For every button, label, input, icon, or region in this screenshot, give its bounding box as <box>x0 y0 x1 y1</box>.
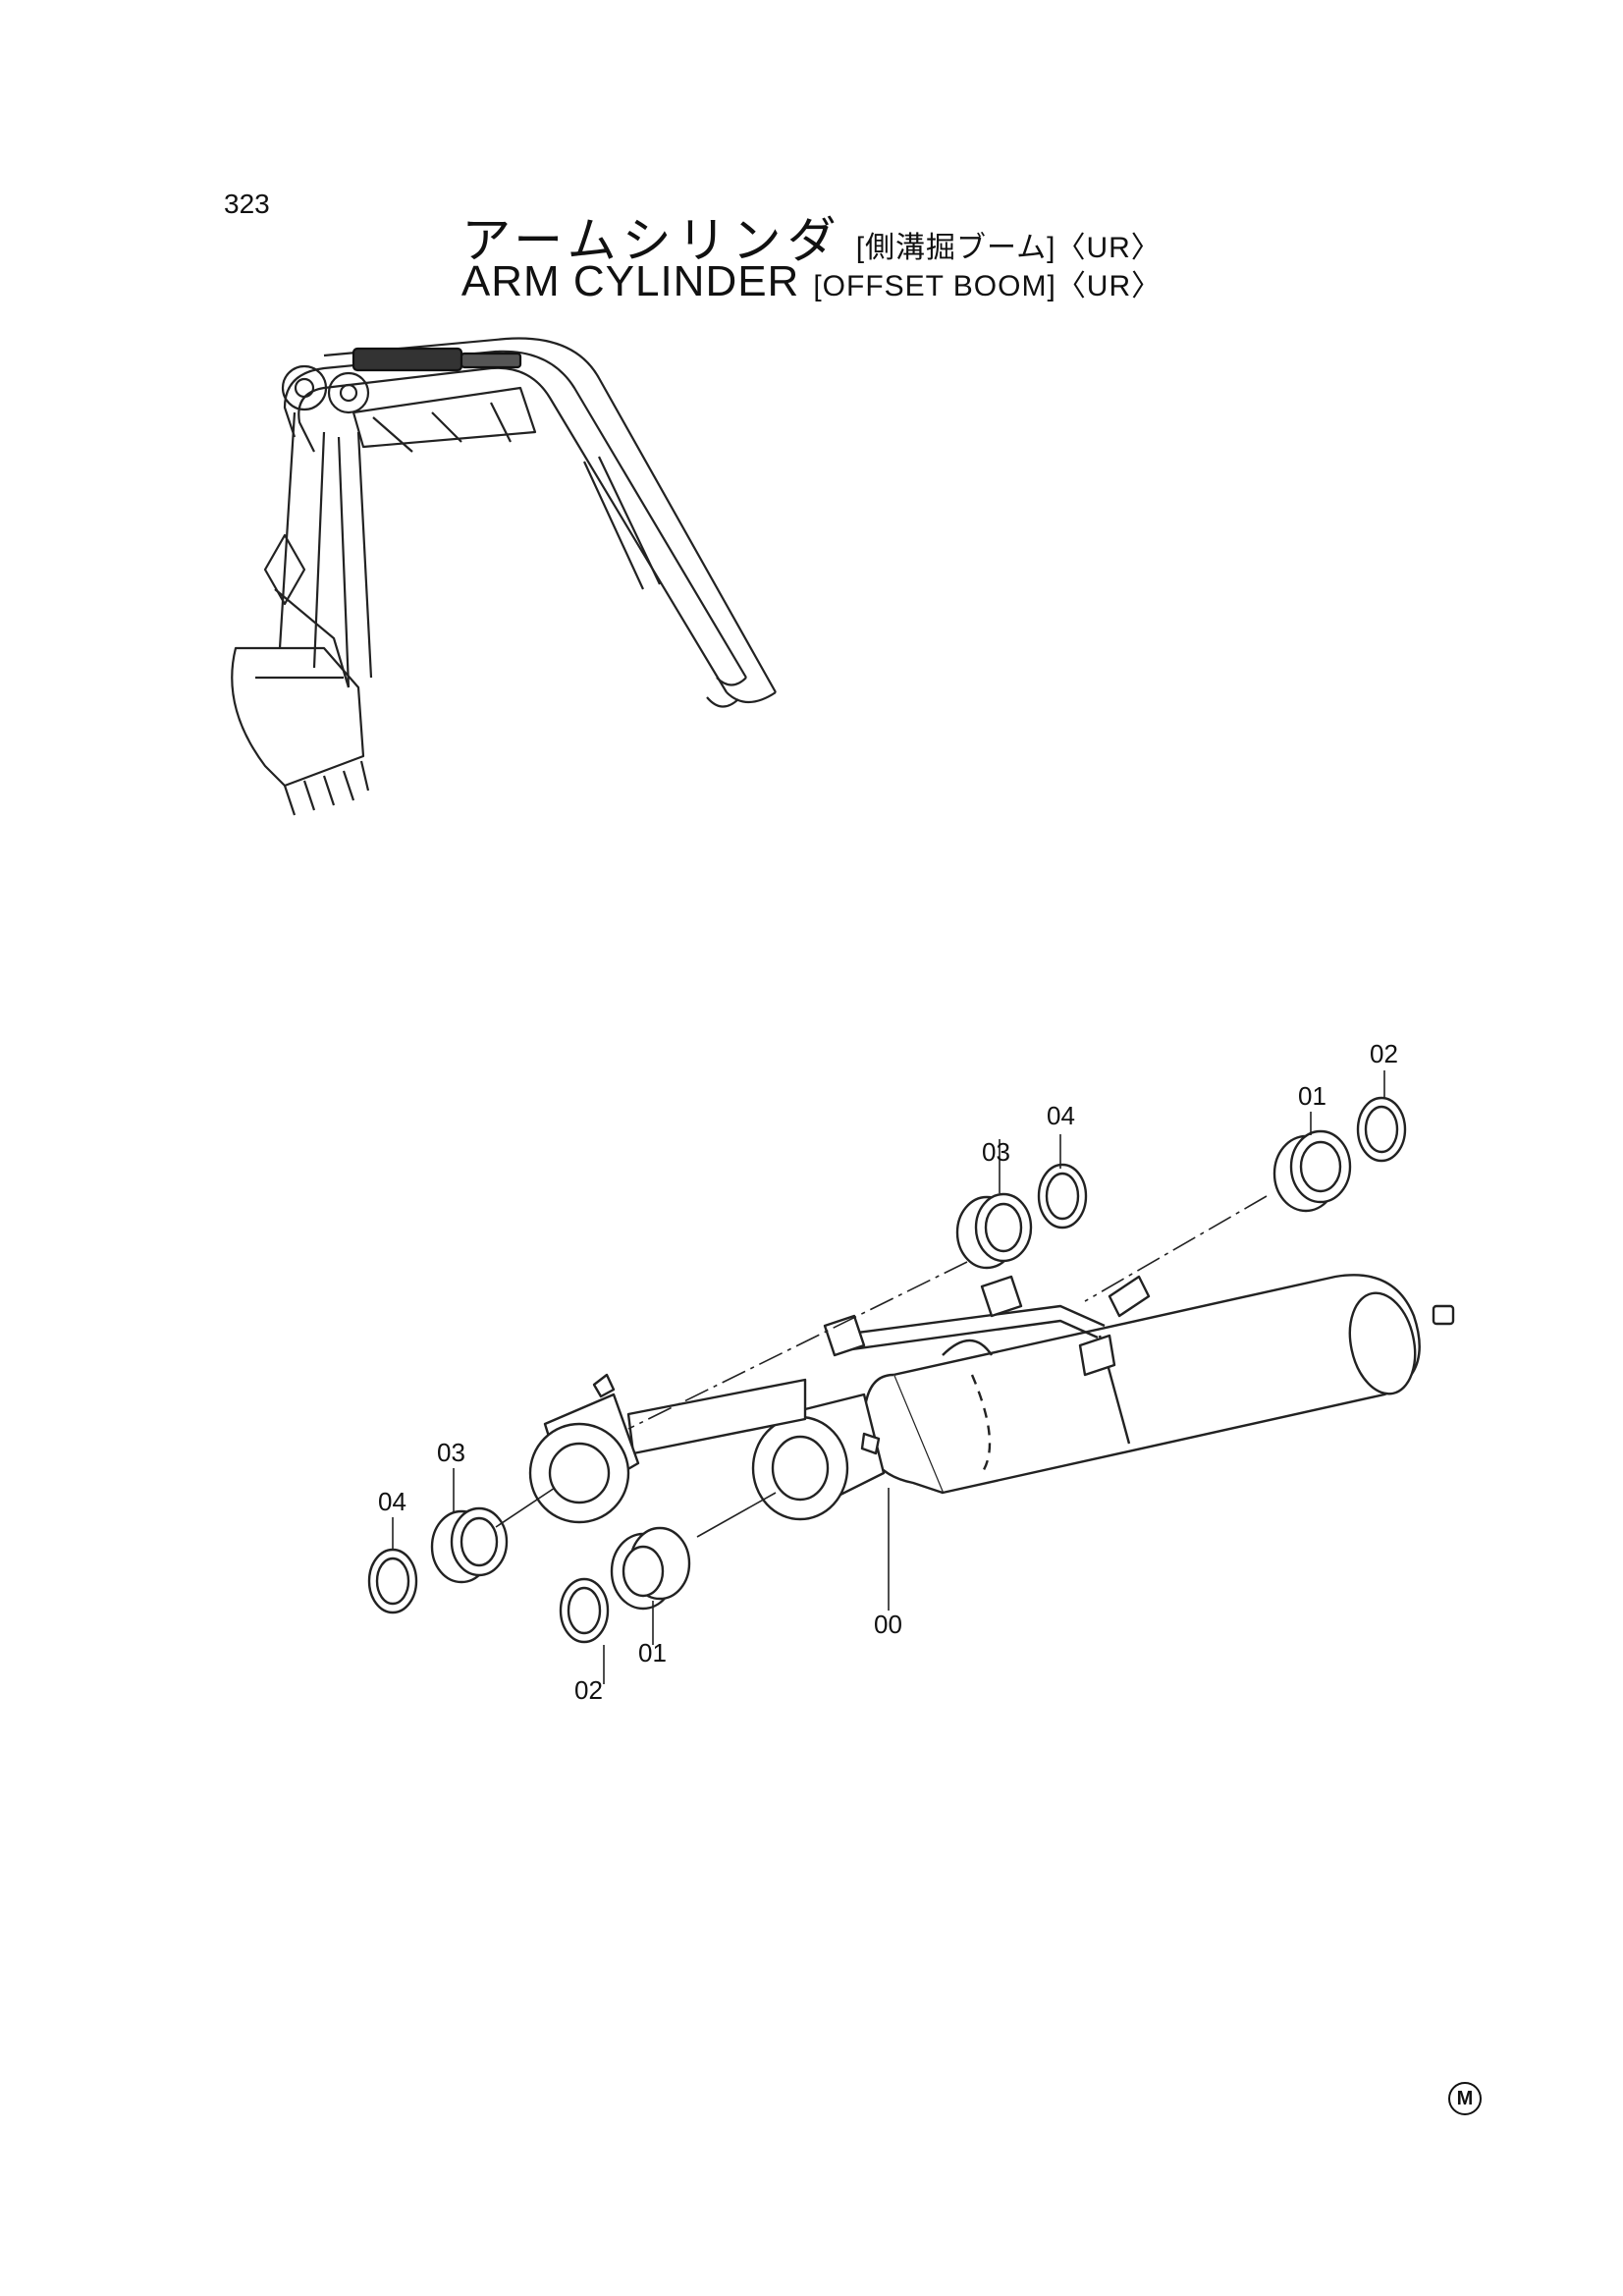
title-japanese: アームシリンダ [側溝掘ブーム]〈UR〉 <box>0 201 1623 272</box>
callout-03-left: 03 <box>437 1438 465 1467</box>
title-jp-main: アームシリンダ <box>461 213 842 268</box>
part-02-right <box>1356 1096 1407 1163</box>
title-en-sub: [OFFSET BOOM] <box>813 270 1056 302</box>
callout-01-left: 01 <box>638 1638 667 1667</box>
title-jp-sub: [側溝掘ブーム] <box>855 232 1056 264</box>
part-01-left <box>610 1526 691 1611</box>
leader-lines <box>392 1070 1385 1684</box>
callout-01-right: 01 <box>1298 1081 1326 1111</box>
arm-cylinder-assembly <box>528 1274 1455 1524</box>
excavator-locator-sketch <box>231 337 777 816</box>
part-01-right <box>1272 1129 1352 1213</box>
callout-04-right: 04 <box>1047 1101 1075 1130</box>
part-03-left <box>430 1506 509 1584</box>
callout-02-right: 02 <box>1370 1039 1398 1068</box>
callout-03-right: 03 <box>982 1137 1010 1167</box>
callout-00: 00 <box>874 1610 902 1639</box>
bushings-and-seals <box>367 1096 1407 1644</box>
title-jp-variant: 〈UR〉 <box>1055 232 1162 264</box>
title-en-variant: 〈UR〉 <box>1055 270 1163 302</box>
title-en-main: ARM CYLINDER <box>460 257 800 305</box>
title-english: ARM CYLINDER [OFFSET BOOM]〈UR〉 <box>0 257 1623 306</box>
callout-02-left: 02 <box>574 1675 603 1705</box>
part-03-right <box>955 1192 1033 1270</box>
callout-04-left: 04 <box>378 1487 406 1516</box>
part-02-left <box>559 1577 610 1644</box>
part-04-right <box>1037 1163 1088 1230</box>
page-number: 323 <box>224 189 270 219</box>
part-04-left <box>367 1548 418 1614</box>
manufacturer-mark: M <box>1448 2082 1482 2115</box>
callout-labels: 02 01 04 03 03 04 01 02 00 <box>378 1039 1398 1705</box>
